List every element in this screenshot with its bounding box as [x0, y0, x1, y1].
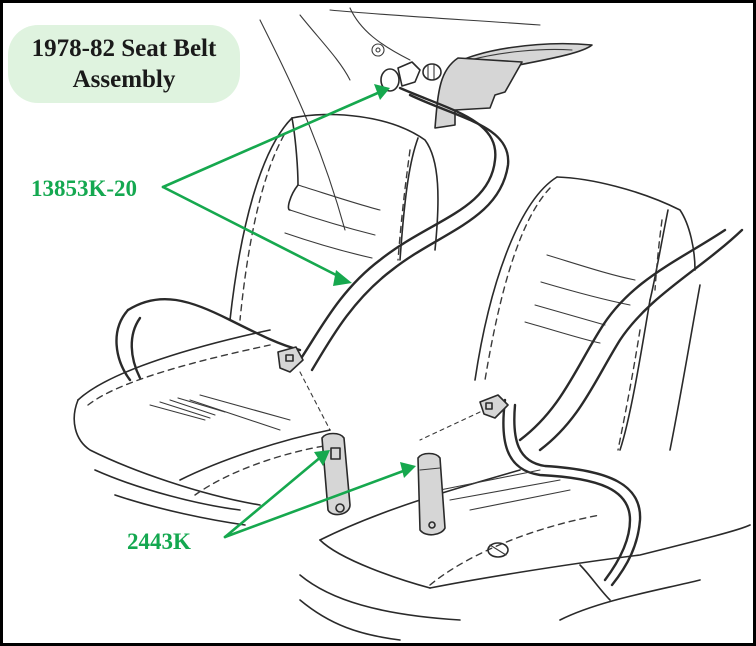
title-line-2: Assembly [72, 66, 176, 93]
callout-label-13853K-20: 13853K-20 [31, 176, 138, 201]
upper-anchor [380, 61, 442, 92]
callout-arrows-2443K [223, 450, 416, 539]
right-buckle-receiver [417, 452, 446, 536]
callout-label-2443K: 2443K [127, 529, 191, 554]
diagram-title: 1978-82 Seat Belt Assembly [8, 25, 240, 103]
headliner-lines [259, 7, 541, 231]
left-lap-belt [115, 297, 331, 431]
retractor-cover [434, 42, 593, 129]
left-seat-cushion [73, 329, 331, 526]
callout-arrows-13853K-20 [161, 84, 390, 286]
left-buckle-receiver [321, 432, 351, 516]
title-line-1: 1978-82 Seat Belt [31, 35, 217, 62]
left-seat-back [229, 113, 439, 321]
shoulder-belt [298, 86, 510, 372]
right-shoulder-belt [419, 228, 744, 587]
right-seat-back [474, 176, 701, 451]
right-seat-cushion [299, 469, 751, 641]
